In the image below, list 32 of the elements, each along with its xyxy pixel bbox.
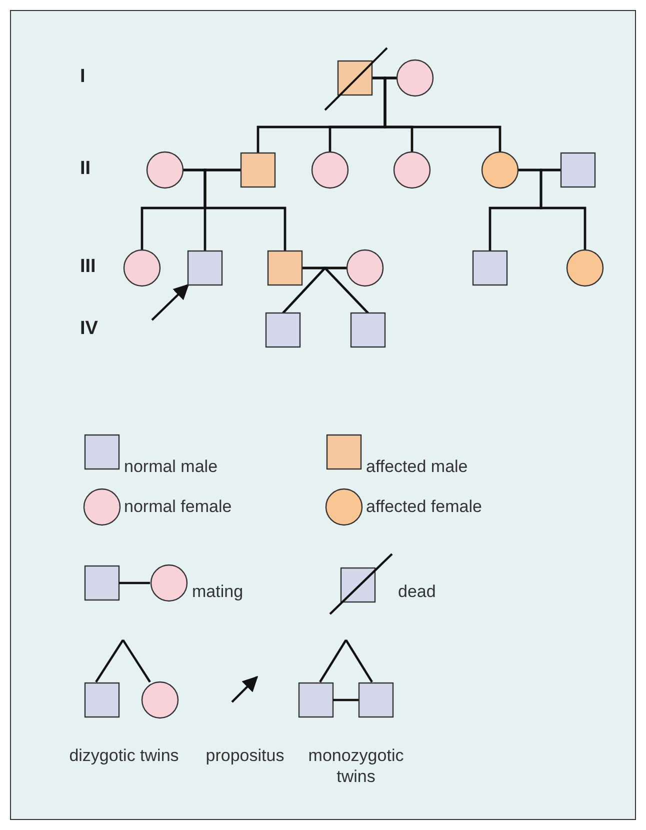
legend-label: dead <box>398 582 436 602</box>
circle-symbol <box>566 249 604 287</box>
square-symbol <box>350 312 386 348</box>
circle-symbol <box>393 151 431 189</box>
legend-label: monozygotic twins <box>307 745 405 787</box>
circle-symbol <box>396 59 434 97</box>
square-symbol <box>265 312 301 348</box>
generation-label: I <box>80 66 86 88</box>
generation-label: IV <box>80 318 98 340</box>
legend-label: normal female <box>124 497 232 517</box>
circle-symbol <box>123 249 161 287</box>
circle-symbol <box>481 151 519 189</box>
circle-symbol <box>311 151 349 189</box>
square-symbol <box>560 152 596 188</box>
propositus-arrow <box>151 284 190 321</box>
circle-symbol <box>346 249 384 287</box>
pedigree-line <box>322 266 369 314</box>
square-symbol <box>267 250 303 286</box>
legend-label: affected female <box>366 497 482 517</box>
legend-label: dizygotic twins <box>69 745 179 766</box>
legend-label: mating <box>192 582 244 602</box>
generation-label: III <box>80 256 96 278</box>
pedigree-line <box>204 168 286 251</box>
pedigree-line <box>540 168 586 250</box>
circle-symbol <box>146 151 184 189</box>
legend-label: normal male <box>124 457 218 477</box>
square-symbol <box>472 250 508 286</box>
legend-label: propositus <box>204 745 286 766</box>
square-symbol <box>187 250 223 286</box>
generation-label: II <box>80 158 91 180</box>
square-symbol <box>240 152 276 188</box>
legend-label: affected male <box>366 457 468 477</box>
